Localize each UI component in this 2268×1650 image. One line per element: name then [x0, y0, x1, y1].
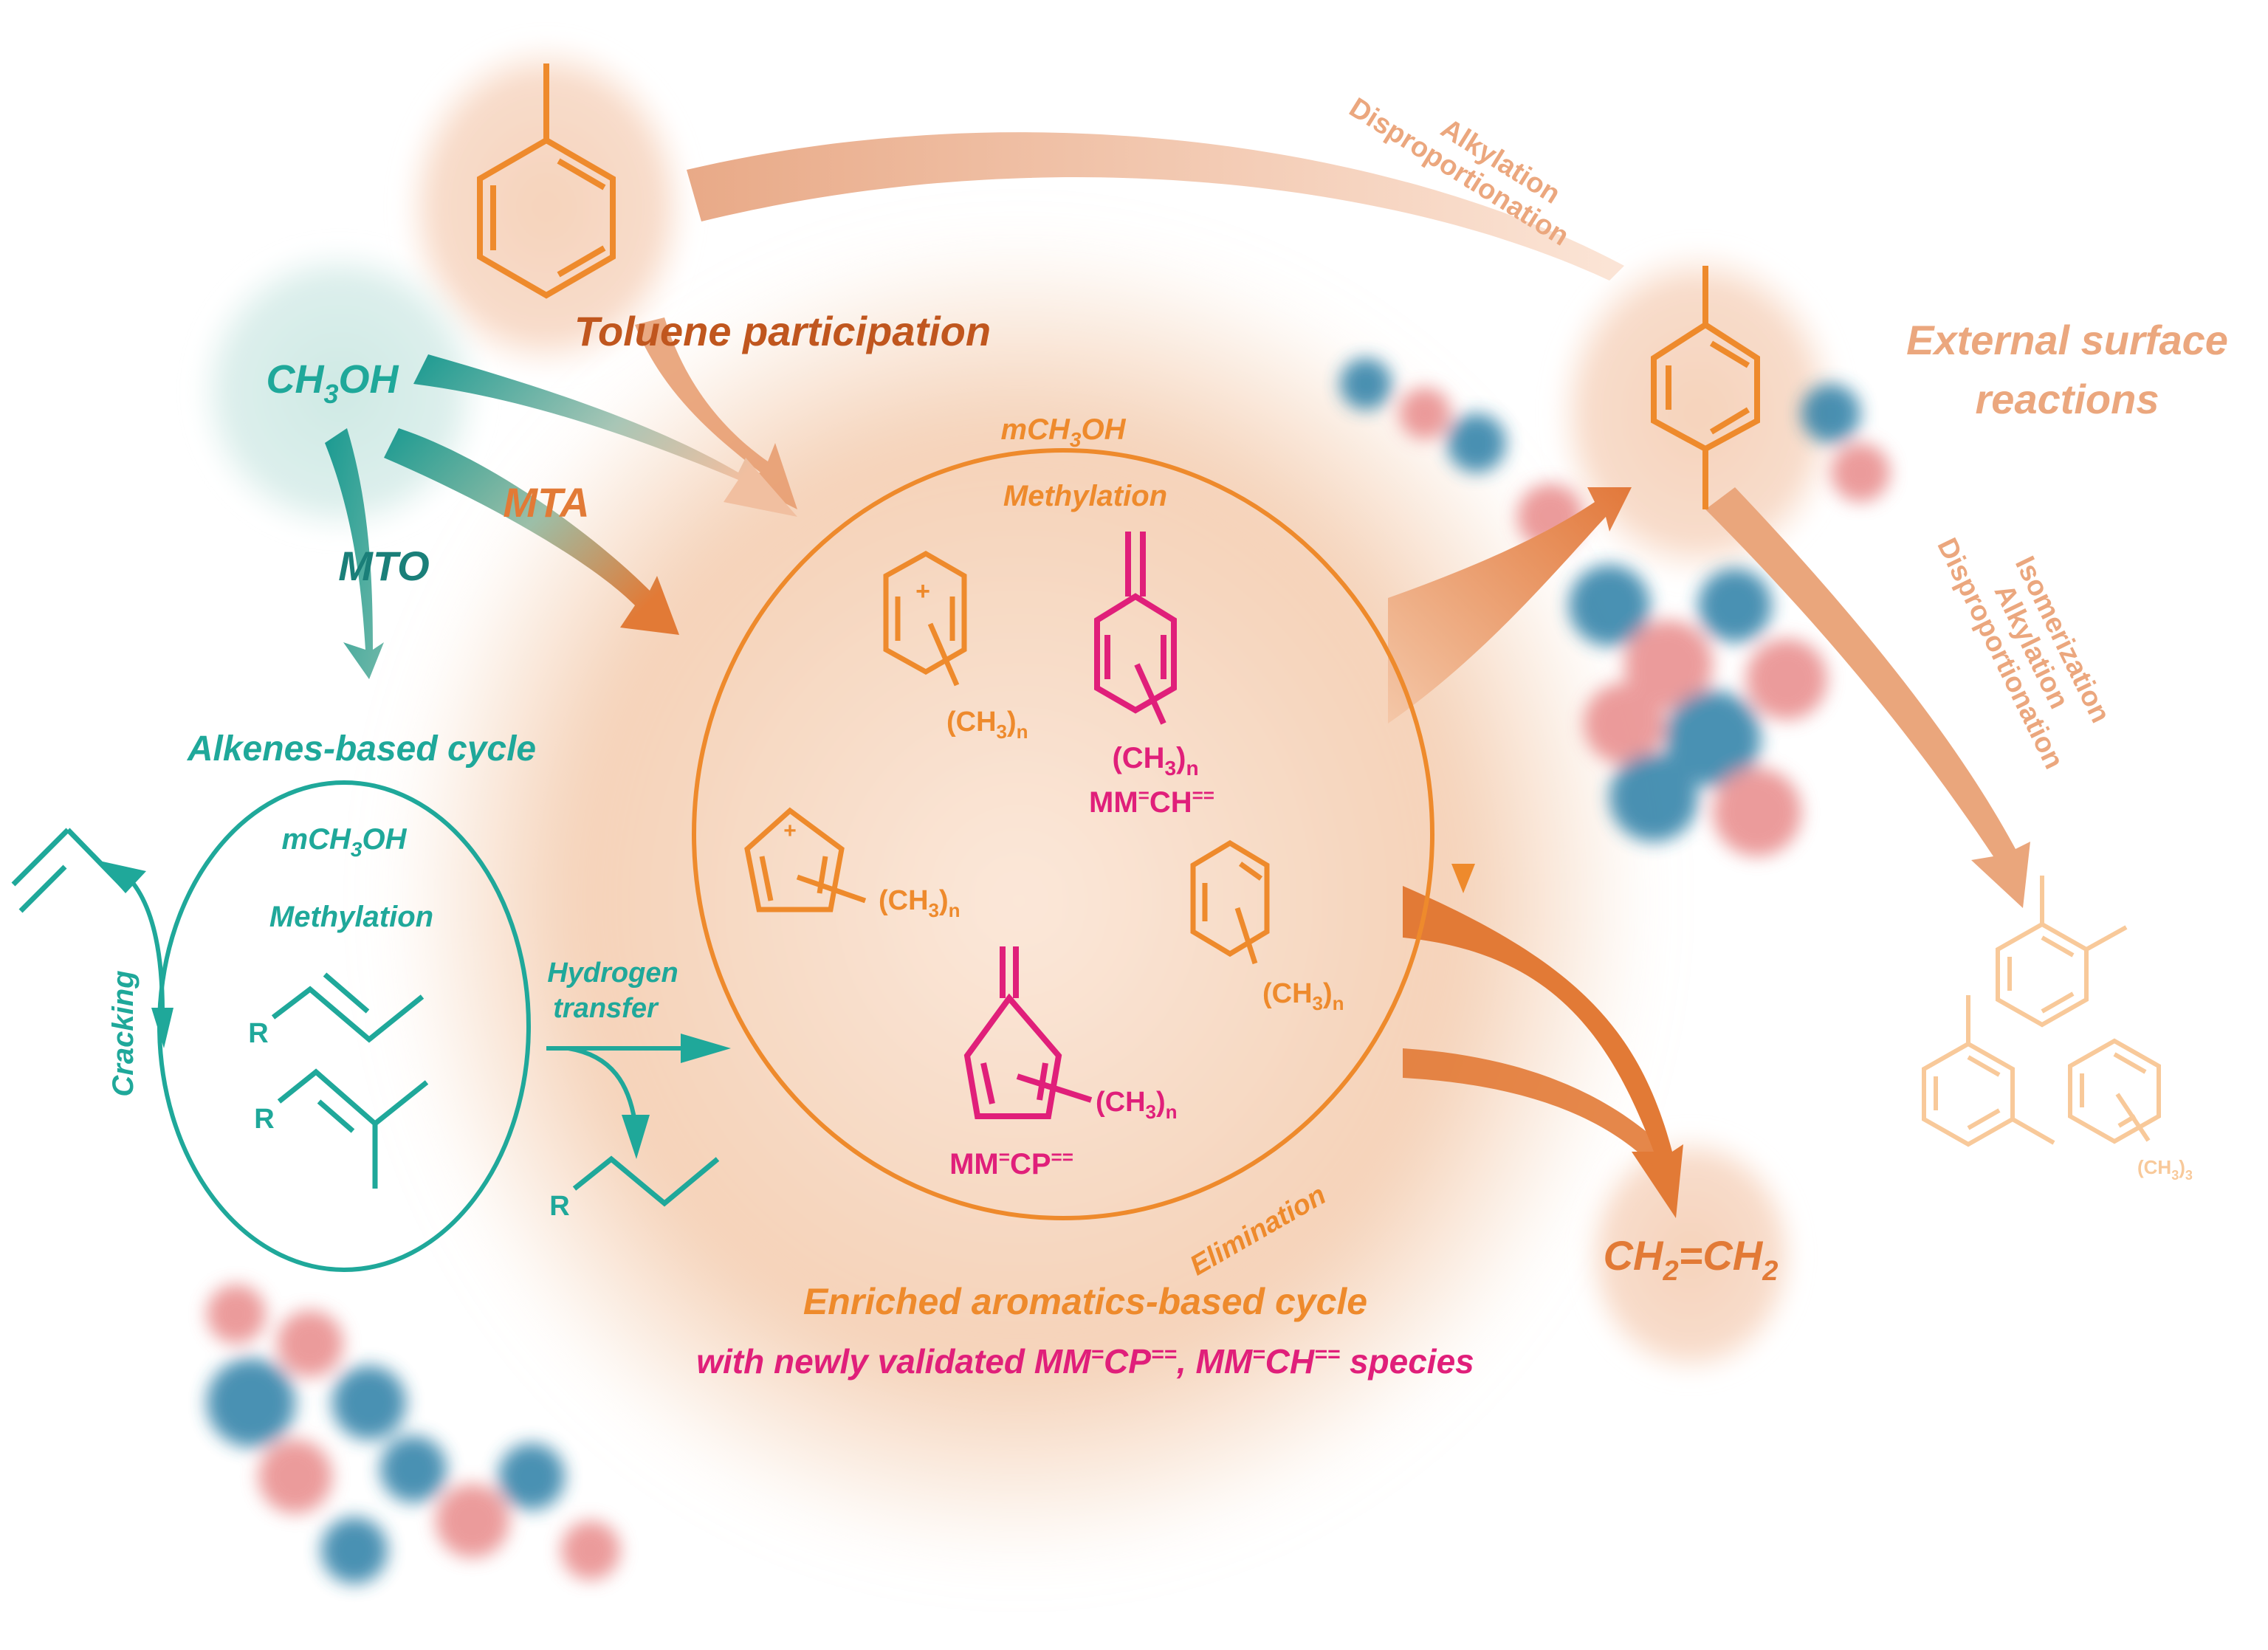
external-to-products-arrow — [1705, 487, 2030, 908]
mta-arrow — [384, 428, 679, 635]
mm-ch-label: MM=CH== — [1089, 784, 1214, 819]
alkane-arrowhead — [622, 1115, 650, 1159]
aromatic-methylation-label: Methylation — [1003, 480, 1167, 512]
alkene-methylation-label: Methylation — [269, 901, 433, 933]
alkane-molecule — [572, 1155, 720, 1207]
cyclopentenyl-cation — [744, 807, 867, 912]
mm-cp-label: MM=CP== — [949, 1146, 1073, 1180]
toluene-molecule — [477, 63, 616, 299]
trimethyl-label: (CH3)3 — [2137, 1156, 2193, 1183]
mm-ch-molecule — [1094, 532, 1177, 725]
cycle-to-ethylene-arrow — [1403, 886, 1683, 1218]
aromatic-reagent-label: mCH3OH — [1001, 413, 1127, 451]
benzenium-cation — [883, 550, 967, 687]
methanol-to-toluene-cycle-arrow — [413, 354, 797, 517]
aromatics-cycle-subtitle: with newly validated MM=CP==, MM=CH== sp… — [696, 1342, 1474, 1381]
methanol-label: CH3OH — [266, 357, 399, 409]
p-xylene-molecule — [1651, 266, 1760, 509]
toluene-participation-label: Toluene participation — [574, 308, 991, 354]
methylbenzene — [1190, 839, 1270, 965]
plus-charge-cp: + — [783, 819, 797, 843]
alkene-1-r-label: R — [248, 1018, 268, 1049]
cracking-label: Cracking — [107, 970, 140, 1096]
right-arrow-labels: Isomerization Alkylation Disproportionat… — [1931, 533, 2116, 774]
hydrogen-transfer-arrow — [546, 1046, 687, 1123]
zeolite-framework-left — [207, 1285, 620, 1584]
m-xylene-molecule — [1922, 995, 2055, 1147]
ethylene-label: CH2=CH2 — [1604, 1232, 1779, 1287]
cp-cation-substituent: (CH3)n — [879, 885, 961, 921]
alkane-r-label: R — [549, 1191, 569, 1222]
cation-substituent: (CH3)n — [946, 707, 1028, 743]
zeolite-framework-right — [1340, 358, 1890, 856]
aromatics-cycle-title: Enriched aromatics-based cycle — [803, 1281, 1367, 1322]
cycle-direction-arrowhead — [1451, 864, 1475, 893]
mta-label: MTA — [503, 479, 589, 526]
methylbenzene-substituent: (CH3)n — [1262, 978, 1344, 1014]
mm-cp-substituent: (CH3)n — [1096, 1087, 1178, 1123]
alkene-reagent-label: mCH3OH — [282, 823, 408, 861]
mm-ch-substituent: (CH3)n — [1112, 742, 1198, 780]
plus-charge: + — [915, 577, 930, 605]
hydrogen-transfer-arrowhead — [681, 1034, 731, 1063]
o-xylene-molecule — [1996, 876, 2128, 1028]
aromatics-cycle-ring — [692, 448, 1475, 1220]
alkenes-cycle-title: Alkenes-based cycle — [187, 729, 536, 769]
alkene-1-molecule — [271, 972, 425, 1043]
propene-molecule — [11, 828, 125, 913]
hydrogen-transfer-label-line1: Hydrogen — [547, 958, 678, 989]
external-surface-title-line2: reactions — [1976, 376, 2159, 422]
toluene-to-cycle-arrow — [635, 317, 797, 509]
toluene-to-external-arrow — [687, 132, 1624, 281]
mto-label: MTO — [338, 543, 429, 589]
alkene-2-molecule — [277, 1068, 429, 1189]
external-surface-title-line1: External surface — [1906, 317, 2228, 363]
alkene-cycle-arrowhead — [151, 1008, 173, 1048]
cycle-to-external-arrow — [1388, 487, 1632, 723]
mm-cp-molecule — [963, 946, 1093, 1119]
mto-arrow — [325, 428, 384, 679]
trimethylbenzene-molecule — [2068, 1038, 2161, 1144]
alkene-2-r-label: R — [254, 1104, 274, 1135]
hydrogen-transfer-label-line2: transfer — [553, 993, 659, 1024]
